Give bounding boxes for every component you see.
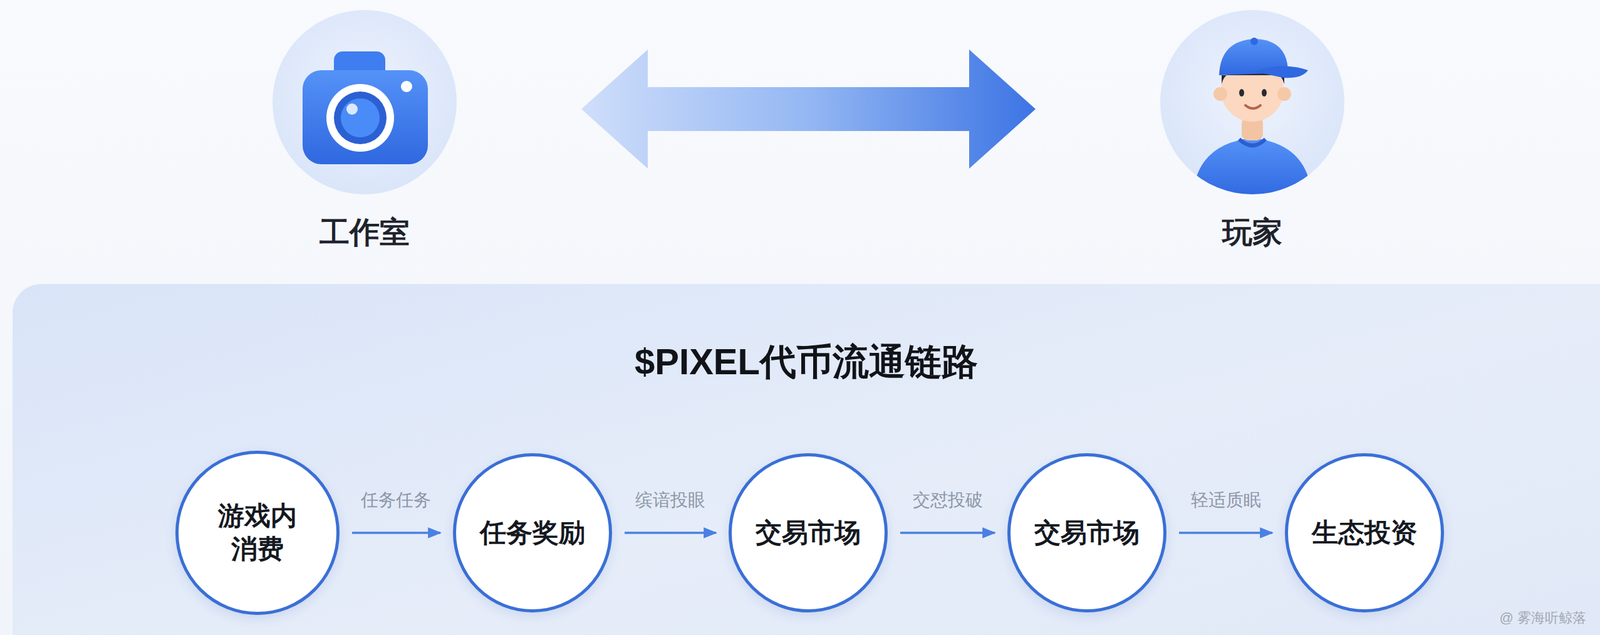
flow-arrow (1179, 531, 1273, 534)
node-label: 玩家 (1222, 212, 1283, 253)
node-label: 生态投资 (1311, 516, 1418, 550)
panel-shape (12, 283, 1600, 635)
panel-title: $PIXEL代币流通链路 (634, 337, 978, 387)
node-label: 交易市场 (755, 516, 861, 550)
flow-step: 游戏内 消费 (175, 450, 340, 615)
watermark: @ 雾海听鲸落 (1499, 608, 1587, 628)
flow-step: 交易市场 (1007, 452, 1167, 613)
flow-step: 交易市场 (728, 452, 888, 613)
person-icon (1160, 10, 1345, 195)
flow-arrow (352, 531, 441, 534)
node-label: 工作室 (319, 212, 410, 253)
player-node: 玩家 (1160, 10, 1345, 195)
node-label: 交易市场 (1034, 516, 1140, 550)
edge-label: 任务任务 (358, 488, 434, 512)
node-label: 任务奖励 (479, 516, 586, 550)
flow-step: 任务奖励 (452, 452, 613, 613)
edge-label: 轻适质眠 (1188, 488, 1264, 512)
flow-arrow (900, 531, 995, 534)
flow-panel: $PIXEL代币流通链路游戏内 消费 任务奖励 交易市场 交易市场 生态投资 (12, 283, 1600, 635)
camera-figure (302, 51, 428, 165)
flow-arrow (624, 531, 717, 534)
person-figure (1192, 37, 1312, 195)
camera-icon (272, 10, 457, 195)
edge-label: 缤谙投眼 (632, 488, 708, 512)
icon-disc (272, 10, 457, 195)
edge-label: 交怼投破 (910, 488, 986, 512)
studio-node: 工作室 (272, 10, 457, 195)
flow-step: 生态投资 (1284, 452, 1445, 613)
double-arrow (581, 49, 1036, 169)
node-label: 游戏内 消费 (194, 499, 321, 566)
